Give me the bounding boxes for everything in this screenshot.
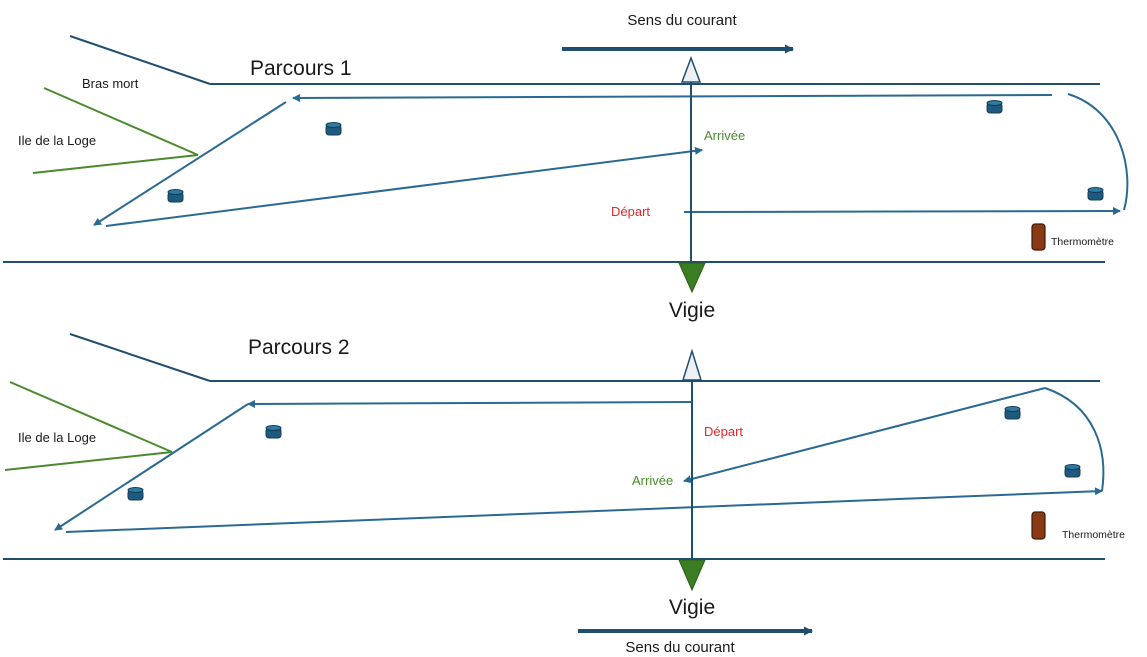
thermometer-label-2: Thermomètre xyxy=(1062,529,1125,541)
current-label-top: Sens du courant xyxy=(627,12,737,29)
thermometer-icon xyxy=(1031,511,1046,540)
route-2-upstream xyxy=(247,399,692,408)
island-upper-edge-2 xyxy=(9,381,173,453)
buoy xyxy=(127,487,144,501)
buoy xyxy=(986,100,1003,114)
buoy xyxy=(1064,464,1081,478)
buoy xyxy=(265,425,282,439)
current-arrow-top: Sens du courant xyxy=(562,12,794,54)
route-1-start xyxy=(683,207,1121,216)
depart-label-1: Départ xyxy=(611,204,650,219)
vigie-label-2: Vigie xyxy=(669,596,715,619)
route-1-diagonal xyxy=(93,101,287,226)
current-label-bottom: Sens du courant xyxy=(625,639,735,656)
island-lower-edge-1 xyxy=(32,154,199,174)
route-1-finish xyxy=(105,146,703,227)
route-2-diagonal xyxy=(54,403,249,531)
buoy xyxy=(1087,187,1104,201)
route-1-turn xyxy=(1067,93,1129,211)
dead-arm-label: Bras mort xyxy=(82,76,139,91)
vigie-marker-1 xyxy=(678,262,706,294)
sight-marker-top-2 xyxy=(681,348,703,381)
route-2-finish xyxy=(683,387,1046,484)
buoy xyxy=(1004,406,1021,420)
thermometer-icon xyxy=(1031,223,1046,251)
dead-arm-line-2 xyxy=(69,333,211,382)
thermometer-label-1: Thermomètre xyxy=(1051,236,1114,248)
sight-marker-top-1 xyxy=(680,55,702,83)
course-1: Sens du courant Parcours 1 Bras mort Ile… xyxy=(3,12,1129,322)
route-2-downstream xyxy=(65,487,1103,533)
island-upper-edge-1 xyxy=(43,87,199,156)
buoy xyxy=(167,189,184,203)
island-label-2: Ile de la Loge xyxy=(18,430,96,445)
arrivee-label-2: Arrivée xyxy=(632,473,673,488)
course-2: Parcours 2 Ile de la Loge Départ Arrivée xyxy=(3,333,1125,656)
vigie-marker-2 xyxy=(678,559,706,592)
arrivee-label-1: Arrivée xyxy=(704,128,745,143)
island-label-1: Ile de la Loge xyxy=(18,133,96,148)
buoy xyxy=(325,122,342,136)
vigie-label-1: Vigie xyxy=(669,299,715,322)
course-1-title: Parcours 1 xyxy=(250,57,352,80)
current-arrow-bottom: Sens du courant xyxy=(578,626,813,656)
route-2-turn xyxy=(1044,387,1105,492)
depart-label-2: Départ xyxy=(704,424,743,439)
course-2-title: Parcours 2 xyxy=(248,336,350,359)
route-1-upstream xyxy=(292,93,1053,102)
island-lower-edge-2 xyxy=(4,451,173,471)
dead-arm-line xyxy=(69,35,211,85)
